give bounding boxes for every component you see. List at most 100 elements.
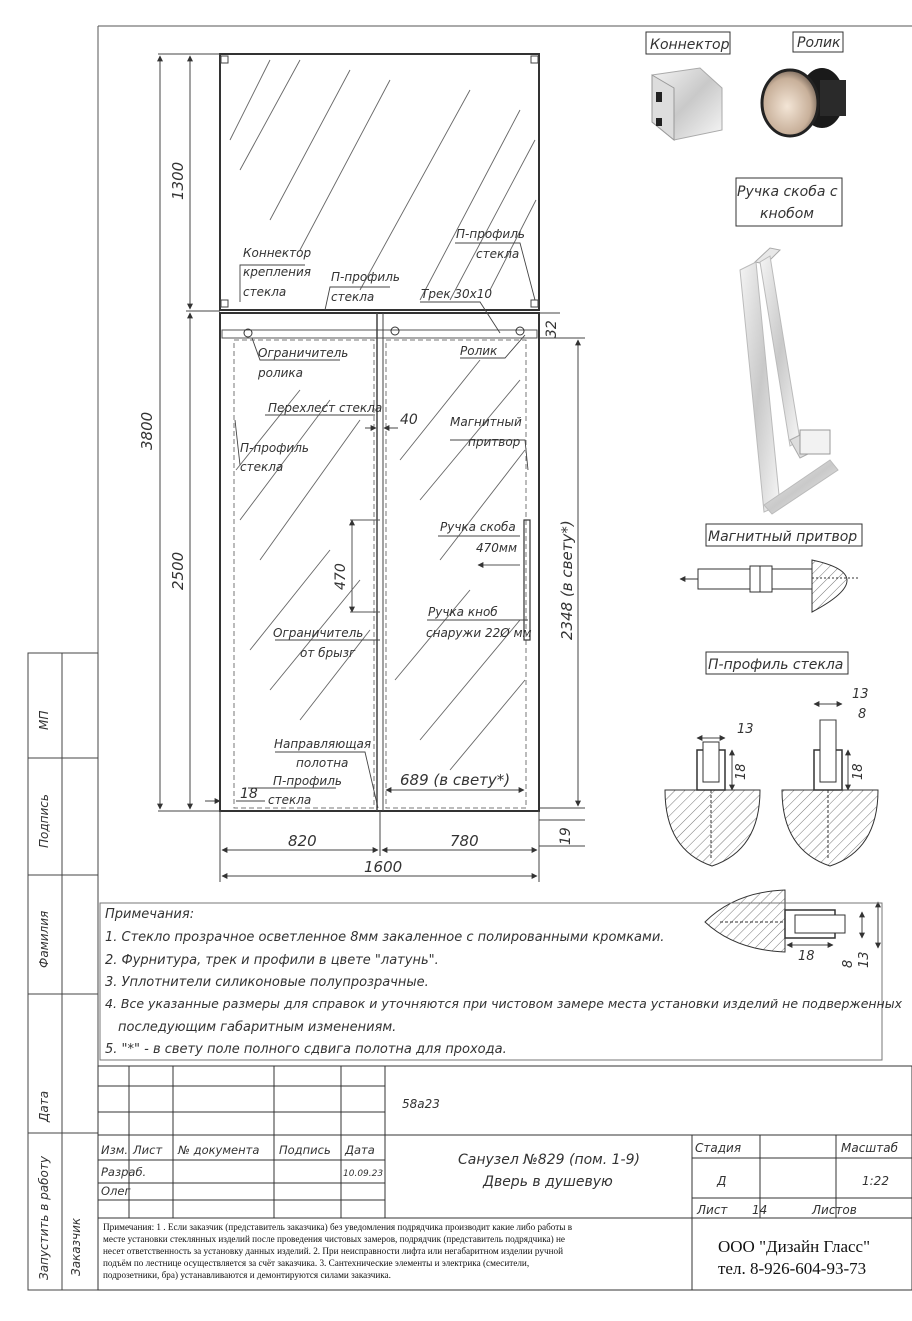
tb-remark-2: месте установки стеклянных изделий после… [103, 1234, 565, 1244]
callout-pprofile-right-1: П-профиль [456, 227, 525, 241]
callout-track: Трек 30х10 [421, 287, 492, 301]
text-layer: Коннектор Ролик Ручка скоба с кнобом Маг… [37, 35, 903, 1280]
dimension-lines [157, 53, 585, 882]
tb-remark-4: подъём по лестнице осуществляется за счё… [103, 1258, 529, 1268]
callout-handle-1: Ручка скоба [440, 520, 516, 534]
tb-project-subtitle: Дверь в душевую [482, 1174, 613, 1190]
handle-image [735, 177, 843, 515]
tb-phone: тел. 8-926-604-93-73 [718, 1259, 866, 1278]
stamp-surname: Фамилия [37, 911, 51, 968]
note-5: 5. "*" - в свету поле полного сдвига пол… [105, 1042, 507, 1057]
dim-w-total: 1600 [364, 858, 402, 876]
callout-knob-2: снаружи 22Ø мм [426, 626, 532, 640]
tb-remark-5: подрозетники, бра) устанавливаются и дем… [103, 1270, 391, 1280]
pdim-b-width: 13 [852, 687, 869, 702]
stamp-signature: Подпись [37, 794, 51, 848]
callout-guide-1: Направляющая [274, 737, 371, 751]
note-3: 3. Уплотнители силиконовые полупрозрачны… [105, 975, 429, 990]
tb-h-sheet: Лист [132, 1143, 162, 1157]
label-roller: Ролик [797, 35, 841, 51]
dim-w-right: 780 [450, 832, 479, 850]
callout-pprofile-left-1: П-профиль [240, 441, 309, 455]
dim-h-top: 1300 [169, 162, 187, 200]
connector-image [645, 31, 731, 142]
pdim-b-height: 18 [851, 763, 866, 780]
callout-pprofile-top-2: стекла [331, 290, 374, 304]
dim-h-total: 3800 [138, 412, 156, 450]
magnet-detail [679, 523, 863, 613]
tb-h-sign: Подпись [279, 1143, 331, 1157]
pdim-b-inner: 8 [858, 707, 866, 722]
callout-pprofile-bottom-2: стекла [268, 793, 311, 807]
callout-connector-3: стекла [243, 285, 286, 299]
title-block [97, 1065, 912, 1291]
door-elevation [219, 53, 540, 812]
callout-roller: Ролик [460, 344, 498, 358]
label-connector: Коннектор [650, 37, 730, 53]
callout-magnet-2: притвор [468, 435, 521, 449]
tb-h-doc: № документа [177, 1143, 259, 1157]
callout-magnet-1: Магнитный [450, 415, 522, 429]
callout-stopper-2: ролика [257, 366, 303, 380]
dim-w-left: 820 [288, 832, 317, 850]
tb-sheet-label: Лист [696, 1203, 728, 1217]
label-magnet: Магнитный притвор [708, 529, 857, 545]
pdim-a-height: 18 [734, 763, 749, 780]
callout-stopper-1: Ограничитель [258, 346, 348, 360]
tb-dev-label: Разраб. [101, 1165, 146, 1179]
tb-date: 10.09.23 [343, 1169, 383, 1179]
callout-splash-1: Ограничитель [273, 626, 363, 640]
tb-company: ООО "Дизайн Гласс" [718, 1237, 870, 1256]
callout-clear-width: 689 (в свету*) [400, 771, 510, 789]
callout-handle-2: 470мм [476, 541, 517, 555]
tb-h-date: Дата [344, 1143, 375, 1157]
note-2: 2. Фурнитура, трек и профили в цвете "ла… [105, 953, 439, 968]
dim-h-bottom: 2500 [169, 552, 187, 590]
callout-pprofile-left-2: стекла [240, 460, 283, 474]
tb-sheet: 14 [752, 1203, 767, 1217]
profile-detail [664, 651, 879, 867]
pdim-a-width: 13 [737, 722, 754, 737]
tb-remark-1: Примечания: 1 . Если заказчик (представи… [103, 1222, 573, 1232]
stamp-customer: Заказчик [69, 1217, 83, 1276]
notes-title: Примечания: [105, 907, 194, 922]
pdim-c-total: 13 [857, 951, 872, 968]
pdim-c-inner: 8 [841, 960, 856, 968]
tb-scale: 1:22 [862, 1174, 889, 1188]
profile-section-detail [704, 889, 881, 953]
note-4-cont: последующим габаритным изменениям. [118, 1020, 396, 1035]
label-profile: П-профиль стекла [708, 657, 843, 673]
tb-scale-label: Масштаб [841, 1141, 899, 1155]
tb-stage: Д [716, 1174, 726, 1188]
roller-image [760, 31, 846, 138]
label-handle-1: Ручка скоба с [737, 184, 838, 200]
callout-connector-2: крепления [243, 265, 311, 279]
callout-splash-2: от брызг [300, 646, 356, 660]
dim-h-clear: 2348 (в свету*) [558, 520, 576, 640]
stamp-date: Дата [37, 1091, 51, 1123]
stamp-mp: МП [37, 711, 51, 730]
callout-pprofile-top-1: П-профиль [331, 270, 400, 284]
dim-gap: 19 [558, 827, 574, 845]
pdim-c-len: 18 [798, 949, 815, 964]
tb-project-title: Санузел №829 (пом. 1-9) [458, 1152, 640, 1168]
dim-side-gap: 18 [240, 786, 258, 802]
callout-connector-1: Коннектор [243, 246, 312, 260]
tb-h-change: Изм. [101, 1143, 128, 1157]
note-4: 4. Все указанные размеры для справок и у… [105, 996, 903, 1011]
left-stamp-strip [27, 652, 99, 1291]
callout-guide-2: полотна [296, 756, 348, 770]
tb-code: 58а23 [402, 1097, 440, 1111]
callout-overlap: Перехлест стекла [268, 401, 382, 415]
callout-knob-1: Ручка кноб [428, 605, 498, 619]
dim-handle: 470 [333, 563, 349, 590]
callout-overlap-dim: 40 [400, 412, 418, 428]
tb-dev: Олег [101, 1184, 131, 1198]
label-handle-2: кнобом [760, 206, 814, 222]
leader-lines [234, 242, 536, 809]
tb-sheets-label: Листов [811, 1203, 857, 1217]
dim-track: 32 [544, 320, 560, 338]
notes-frame [99, 902, 883, 1061]
callout-pprofile-bottom-1: П-профиль [273, 774, 342, 788]
